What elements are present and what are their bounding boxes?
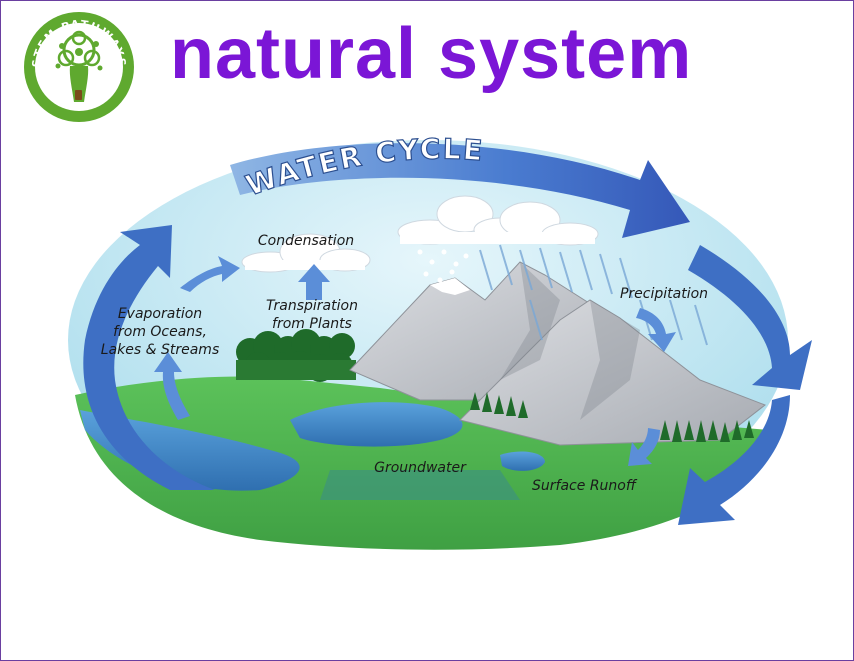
stem-pathways-logo: STEM PATHWAYS xyxy=(24,12,134,122)
forest-left xyxy=(236,329,356,382)
label-transpiration-1: Transpiration xyxy=(266,298,358,314)
snowflakes xyxy=(417,249,469,283)
forest-right xyxy=(470,392,754,442)
cycle-arrows xyxy=(83,143,812,525)
label-evaporation-3: Lakes & Streams xyxy=(101,342,219,358)
evaporation-up-arrow xyxy=(154,352,190,420)
label-condensation: Condensation xyxy=(258,233,354,249)
ocean xyxy=(80,410,300,491)
page-title: natural system xyxy=(170,14,693,94)
label-evaporation-2: from Oceans, xyxy=(113,324,207,340)
rain xyxy=(479,244,708,346)
transpiration-arrow xyxy=(298,264,330,300)
label-surface-runoff: Surface Runoff xyxy=(532,478,638,494)
small-arrows xyxy=(154,256,676,466)
cloud-rain xyxy=(397,195,599,246)
tree-icon xyxy=(55,30,103,102)
pond xyxy=(500,451,545,471)
label-precipitation: Precipitation xyxy=(620,286,708,302)
label-evaporation-1: Evaporation xyxy=(118,306,202,322)
runoff-arrow xyxy=(628,428,660,466)
lake xyxy=(290,402,463,447)
mountains xyxy=(349,261,767,446)
evaporation-arrow xyxy=(180,256,240,292)
label-groundwater: Groundwater xyxy=(374,460,467,476)
groundwater xyxy=(320,470,520,500)
label-transpiration-2: from Plants xyxy=(272,316,352,332)
precipitation-arrow xyxy=(636,308,676,352)
cloud-condensation xyxy=(241,233,371,273)
